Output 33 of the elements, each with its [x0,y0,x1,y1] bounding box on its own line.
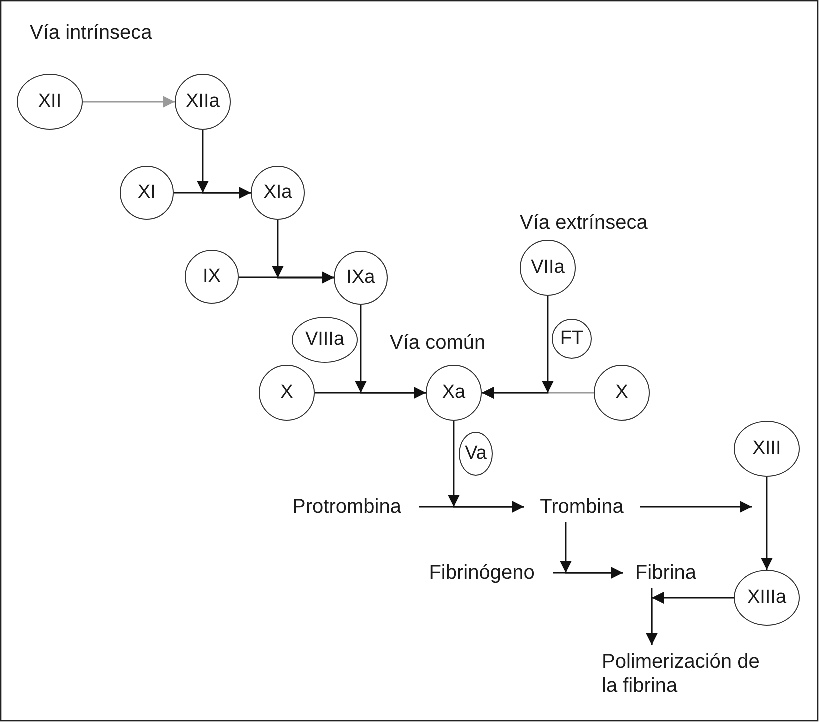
factor-circle: XI [120,166,174,220]
factor-circle: Xa [426,365,482,421]
arrow [482,296,554,399]
factor-circle: FT [552,319,592,359]
node-label: Fibrinógeno [429,562,535,584]
factor-circle: VIIa [520,240,576,296]
pathway-label: Vía común [390,332,486,355]
factor-circle: XIIa [175,74,231,130]
arrow [83,96,175,108]
node-label: Protrombina [292,496,402,518]
pathway-label: Vía intrínseca [30,22,152,45]
arrow [448,421,524,513]
factor-circle: VIIIa [292,317,358,363]
arrow [272,220,334,284]
arrow [640,501,752,513]
factor-circle: IX [185,250,239,304]
factor-circle: XIa [251,166,305,220]
pathway-label: Vía extrínseca [520,212,648,235]
arrow [761,477,773,570]
arrow [197,130,251,199]
factor-circle: X [259,365,315,421]
node-label: Trombina [540,496,624,518]
factor-circle: IXa [334,251,388,305]
factor-circle: XIII [734,421,800,477]
factor-circle: XIIIa [734,570,800,626]
factor-circle: XII [17,74,83,130]
arrow [355,305,426,399]
node-label: Fibrina [635,562,697,584]
node-label: Polimerización de la fibrina [602,650,761,698]
factor-circle: Va [459,432,493,476]
factor-circle: X [594,365,650,421]
arrow [646,592,734,645]
arrow [560,522,623,579]
